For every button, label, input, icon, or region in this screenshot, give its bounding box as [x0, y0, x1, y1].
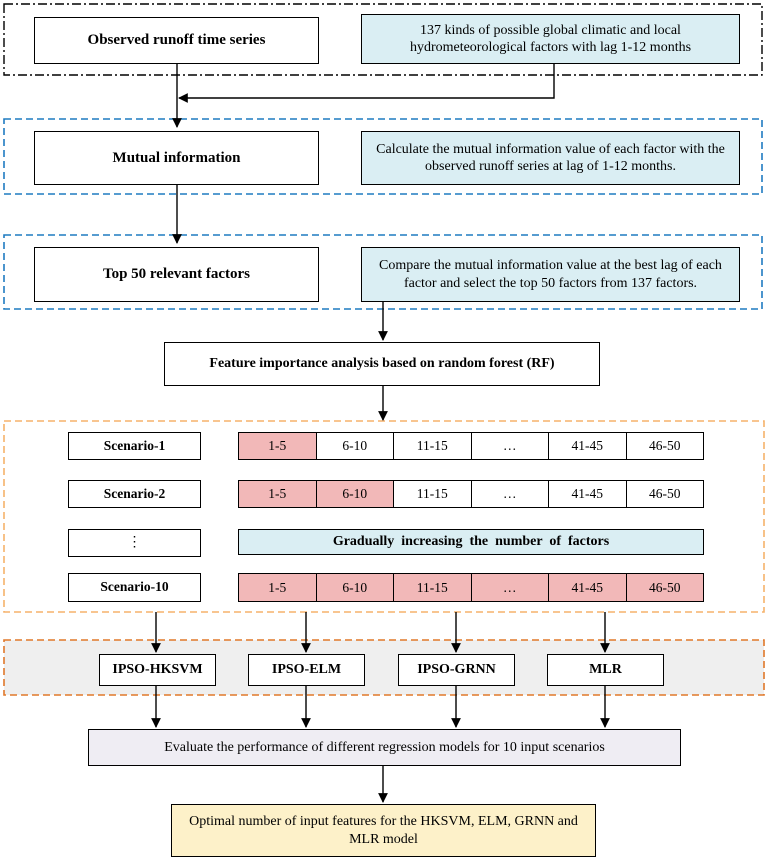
mutual-information-desc: Calculate the mutual information value o…	[361, 131, 740, 185]
factor-group-cell: 46-50	[626, 574, 703, 601]
factor-group-cell: …	[472, 481, 549, 507]
factor-group-cell: …	[471, 574, 549, 601]
factor-group-cell: 41-45	[549, 433, 627, 459]
scenario-1-factor-groups: 1-5 6-10 11-15 … 41-45 46-50	[238, 432, 704, 460]
scenario-ellipsis-label: ⋮	[68, 529, 201, 557]
top50-box: Top 50 relevant factors	[34, 247, 319, 302]
optimal-features-box: Optimal number of input features for the…	[171, 804, 596, 857]
factor-group-cell: 1-5	[239, 481, 317, 507]
factor-group-cell: 6-10	[316, 481, 394, 507]
model-ipso-hksvm: IPSO-HKSVM	[99, 654, 216, 686]
factor-group-cell: 41-45	[549, 481, 627, 507]
factor-group-cell: 11-15	[394, 433, 472, 459]
factor-group-cell: …	[472, 433, 549, 459]
factor-group-cell: 11-15	[394, 574, 472, 601]
evaluate-box: Evaluate the performance of different re…	[88, 729, 681, 766]
scenario-2-factor-groups: 1-5 6-10 11-15 … 41-45 46-50	[238, 480, 704, 508]
factor-group-cell: 41-45	[549, 574, 627, 601]
gradual-increase-bar: Gradually increasing the number of facto…	[238, 529, 704, 555]
scenario-10-label: Scenario-10	[68, 573, 201, 602]
factor-group-cell: 1-5	[239, 433, 317, 459]
factor-group-cell: 46-50	[649, 486, 681, 501]
model-mlr: MLR	[547, 654, 664, 686]
scenario-10-factor-groups: 1-5 6-10 11-15 … 41-45 46-50	[238, 573, 704, 602]
factor-group-cell: 6-10	[317, 433, 394, 459]
top50-desc: Compare the mutual information value at …	[361, 247, 740, 302]
scenario-1-label: Scenario-1	[68, 432, 201, 460]
model-ipso-elm: IPSO-ELM	[248, 654, 365, 686]
mutual-information-box: Mutual information	[34, 131, 319, 185]
factor-group-cell: 6-10	[316, 574, 394, 601]
scenario-2-label: Scenario-2	[68, 480, 201, 508]
factor-group-cell: 11-15	[394, 481, 472, 507]
factors-box: 137 kinds of possible global climatic an…	[361, 14, 740, 64]
factor-group-cell: 1-5	[239, 574, 317, 601]
random-forest-box: Feature importance analysis based on ran…	[164, 342, 600, 386]
observed-runoff-box: Observed runoff time series	[34, 17, 319, 64]
model-ipso-grnn: IPSO-GRNN	[398, 654, 515, 686]
factor-group-cell: 46-50	[649, 438, 681, 453]
